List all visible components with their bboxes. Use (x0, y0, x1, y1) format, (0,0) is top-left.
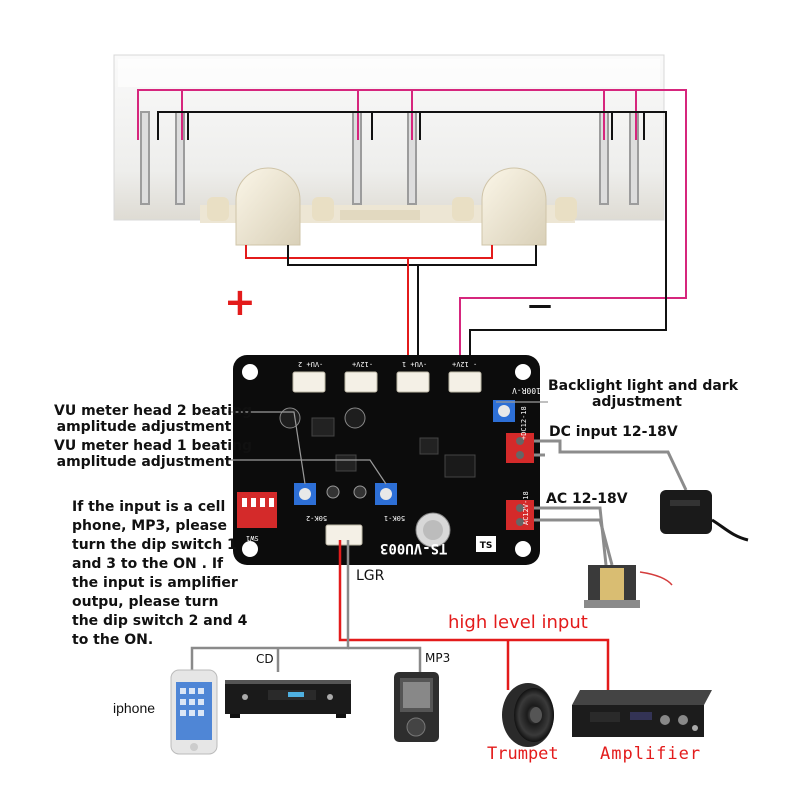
board-model-label: TS-VU003 (380, 540, 448, 556)
power-wires (534, 439, 688, 566)
amplifier-image (572, 690, 712, 737)
black-wires-top (157, 111, 667, 380)
instruction-line: outpu, please turn (72, 594, 219, 610)
backlight-line-2: adjustment (591, 394, 682, 410)
board-pot2-label: 50K-2 (306, 514, 328, 522)
magenta-wires (137, 89, 687, 380)
board-connector-label: -VU+ 1 (402, 360, 428, 368)
board-ac-label: AC12V-18 (522, 491, 530, 525)
backlight-line-1: Backlight light and dark (548, 378, 739, 394)
backlight-adjustment-label: Backlight light and dark adjustment (548, 378, 739, 410)
speaker-image (502, 683, 554, 747)
instruction-line: If the input is a cell (72, 499, 226, 515)
instruction-line: turn the dip switch 1 (72, 537, 237, 553)
pcb-board: TS (233, 355, 540, 565)
iphone-image (170, 669, 218, 755)
dc-adapter-image (660, 490, 749, 542)
iphone-label: iphone (113, 700, 156, 716)
vu1-line-1: VU meter head 1 beating (54, 438, 252, 454)
instruction-line: the dip switch 2 and 4 (72, 613, 248, 629)
board-connector-label: - 12V+ (452, 360, 478, 368)
instruction-line: phone, MP3, please (72, 518, 227, 534)
vu-meter-housing (113, 54, 665, 246)
vu1-adjustment-label: VU meter head 1 beating amplitude adjust… (54, 438, 252, 470)
lgr-label: LGR (356, 568, 385, 584)
vu2-line-2: amplitude adjustment (56, 419, 232, 435)
mp3-player-image (394, 672, 439, 742)
dc-input-label: DC input 12-18V (549, 424, 678, 440)
ac-input-label: AC 12-18V (546, 491, 628, 507)
instruction-line: the input is amplifier (72, 575, 238, 591)
mp3-label: MP3 (425, 651, 451, 665)
board-pot1-label: 50K-1 (384, 514, 406, 522)
amplifier-label: Amplifier (600, 744, 702, 764)
trumpet-label: Trumpet (487, 744, 559, 764)
board-sw-label: SW1 (246, 534, 259, 542)
transformer-image (584, 565, 673, 608)
high-level-input-label: high level input (448, 612, 588, 633)
board-connector-label: -VU+ 2 (298, 360, 324, 368)
dip-switch-instructions: If the input is a cell phone, MP3, pleas… (72, 498, 247, 650)
vu2-line-1: VU meter head 2 beating (54, 403, 252, 419)
svg-text:TS: TS (480, 541, 493, 551)
pointer-lines (228, 401, 548, 485)
board-connector-label: -12V+ (352, 360, 374, 368)
audio-input-wires (190, 540, 610, 708)
cd-label: CD (256, 652, 274, 666)
instruction-line: to the ON. (72, 632, 154, 648)
positive-sign: + (224, 280, 256, 324)
negative-sign: — (528, 291, 552, 319)
board-pot-label: 100R-V (512, 386, 541, 395)
meter-coil-wires (245, 245, 537, 380)
vu1-line-2: amplitude adjustment (56, 454, 232, 470)
instruction-line: and 3 to the ON . If (72, 556, 224, 572)
vu2-adjustment-label: VU meter head 2 beating amplitude adjust… (54, 403, 252, 435)
cd-player-image (225, 680, 351, 718)
board-dc-label: +DC12-18 (520, 406, 528, 440)
